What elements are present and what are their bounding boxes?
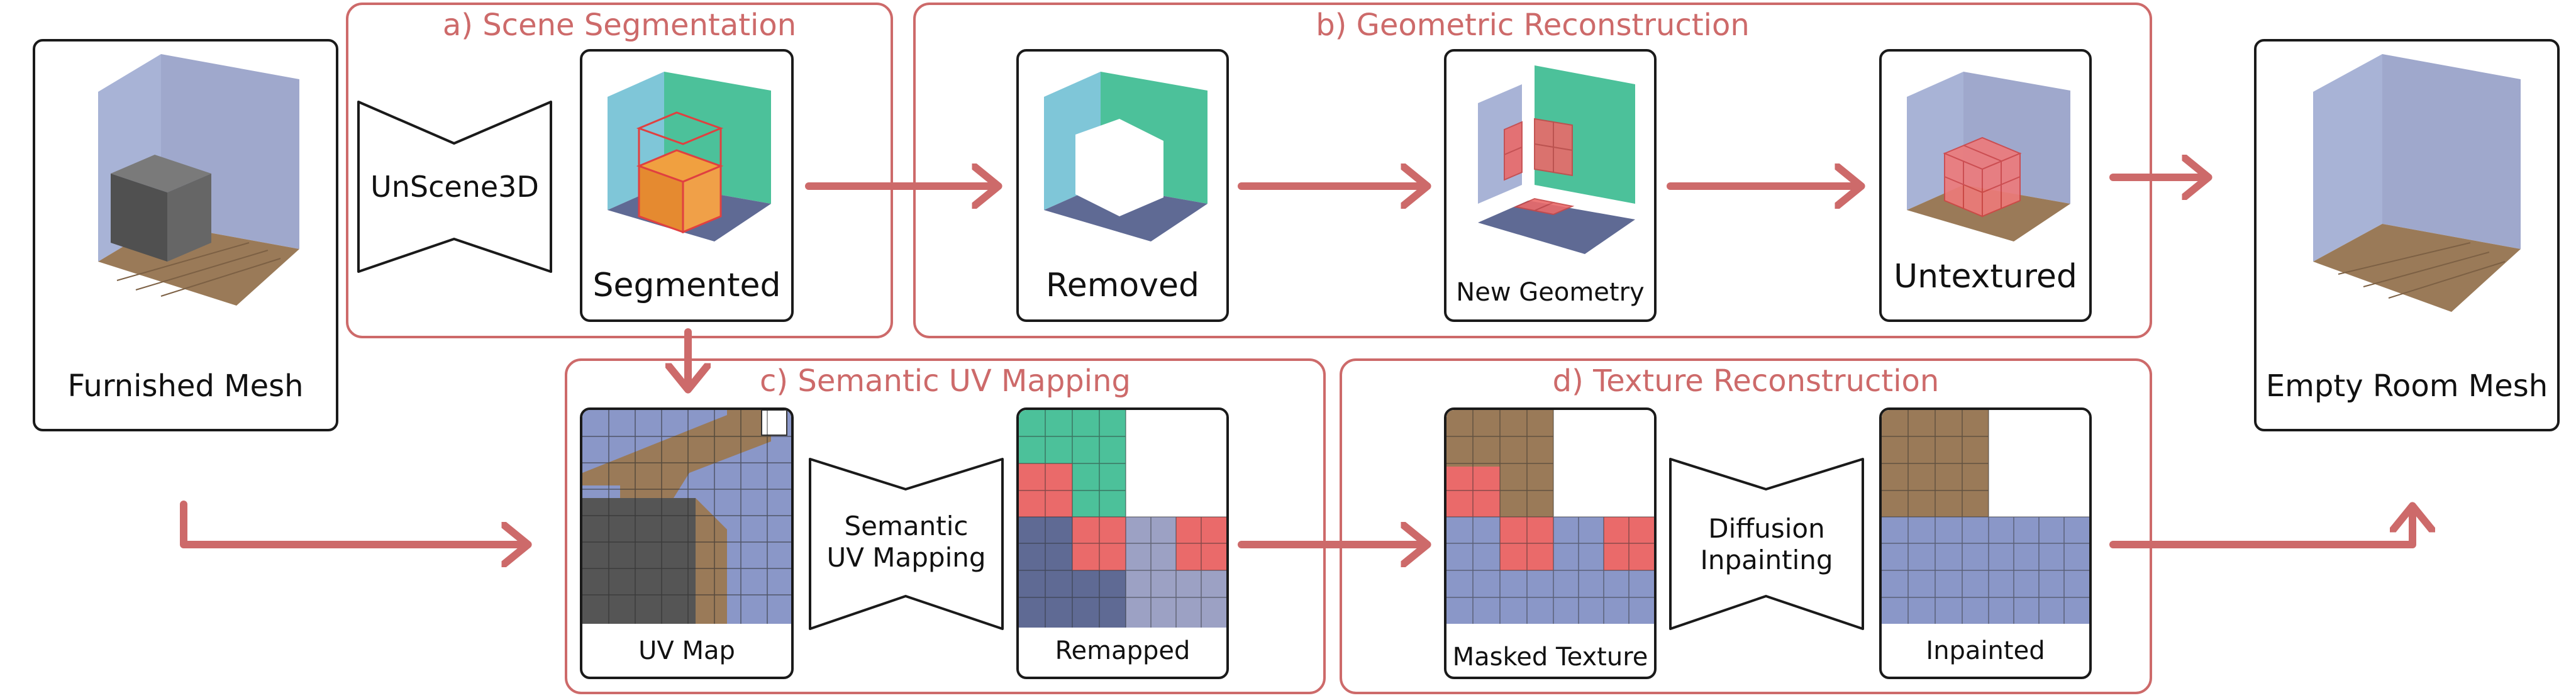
- empty-room-render: [2313, 54, 2521, 312]
- section-title-geometric-reconstruction: b) Geometric Reconstruction: [1316, 8, 1750, 43]
- section-geometric-reconstruction: b) Geometric Reconstruction: [913, 3, 2152, 338]
- section-semantic-uv-mapping: c) Semantic UV Mapping: [565, 358, 1326, 694]
- card-removed: Removed: [1016, 49, 1229, 322]
- untextured-label: Untextured: [1894, 258, 2077, 296]
- furnished-mesh-label: Furnished Mesh: [67, 368, 304, 404]
- empty-room-mesh-label: Empty Room Mesh: [2265, 368, 2548, 404]
- untextured-render: [1907, 72, 2070, 241]
- remapped-label: Remapped: [1055, 636, 1191, 665]
- furnished-mesh-render: [98, 54, 299, 306]
- card-empty-room-mesh: Empty Room Mesh: [2254, 39, 2560, 431]
- section-title-scene-segmentation: a) Scene Segmentation: [442, 8, 797, 43]
- inpainted-label: Inpainted: [1926, 636, 2045, 665]
- card-uv-map: UV Map: [580, 407, 794, 679]
- semantic-uv-mapping-line1: Semantic: [844, 511, 969, 541]
- masked-texture-image: [1446, 410, 1654, 624]
- card-remapped: Remapped: [1016, 407, 1229, 679]
- hourglass-shape: [809, 458, 1004, 630]
- inpainted-texture: [1882, 410, 2089, 624]
- card-segmented: Segmented: [580, 49, 794, 322]
- semantic-uv-mapping-line2: UV Mapping: [826, 542, 986, 573]
- diffusion-inpainting-line2: Inpainting: [1700, 545, 1833, 575]
- section-title-semantic-uv-mapping: c) Semantic UV Mapping: [760, 363, 1131, 399]
- masked-texture-label: Masked Texture: [1452, 643, 1648, 672]
- section-title-texture-reconstruction: d) Texture Reconstruction: [1552, 363, 1940, 399]
- removed-label: Removed: [1045, 267, 1200, 304]
- new-geometry-render: [1478, 65, 1635, 254]
- arrow-inpainted-to-empty-room: [2109, 508, 2412, 548]
- semantic-uv-mapping-module: Semantic UV Mapping: [808, 457, 1005, 631]
- remapped-texture: [1019, 410, 1226, 628]
- unscene3d-module: UnScene3D: [356, 99, 553, 274]
- diffusion-inpainting-module: Diffusion Inpainting: [1668, 457, 1865, 631]
- uv-map-label: UV Map: [638, 636, 735, 665]
- card-furnished-mesh: Furnished Mesh: [33, 39, 338, 431]
- section-scene-segmentation: a) Scene Segmentation: [346, 3, 893, 338]
- card-inpainted: Inpainted: [1879, 407, 2092, 679]
- hourglass-shape: [357, 101, 552, 273]
- card-new-geometry: New Geometry: [1444, 49, 1657, 322]
- removed-render: [1044, 72, 1208, 241]
- card-masked-texture: Masked Texture: [1444, 407, 1657, 679]
- uv-map-texture: [582, 410, 791, 624]
- hourglass-shape: [1669, 458, 1864, 630]
- diffusion-inpainting-line1: Diffusion: [1708, 513, 1825, 544]
- arrow-furnished-to-uv-map: [180, 501, 526, 545]
- new-geometry-label: New Geometry: [1456, 278, 1645, 307]
- segmented-render: [608, 72, 771, 241]
- segmented-label: Segmented: [592, 267, 781, 304]
- unscene3d-label: UnScene3D: [370, 170, 539, 204]
- card-untextured: Untextured: [1879, 49, 2092, 322]
